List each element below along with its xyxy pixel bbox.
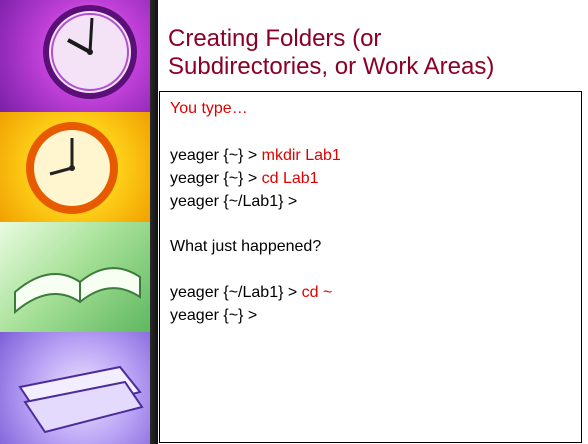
question-text: What just happened? xyxy=(170,238,322,255)
question-line: What just happened? xyxy=(170,238,321,256)
terminal-line: yeager {~} > xyxy=(170,307,257,325)
terminal-line: yeager {~} > mkdir Lab1 xyxy=(170,147,341,165)
slide-title-line-1: Creating Folders (or xyxy=(168,25,382,52)
slide-title-line-2: Subdirectories, or Work Areas) xyxy=(168,53,495,80)
line-command: mkdir Lab1 xyxy=(261,147,341,164)
content-box: You type… yeager {~} > mkdir Lab1 yeager… xyxy=(159,91,582,443)
divider-bar xyxy=(150,0,158,444)
line-prompt: yeager {~} > xyxy=(170,147,262,164)
terminal-line: yeager {~/Lab1} > xyxy=(170,193,297,211)
line-command: cd ~ xyxy=(301,284,333,301)
terminal-line: yeager {~/Lab1} > cd ~ xyxy=(170,284,332,302)
line-prompt: yeager {~} > xyxy=(170,170,262,187)
slide-title: Creating Folders (or Subdirectories, or … xyxy=(168,25,578,81)
intro-text: You type… xyxy=(170,100,248,117)
orange-clock-image xyxy=(0,112,150,222)
line-prompt: yeager {~/Lab1} > xyxy=(170,284,302,301)
terminal-line: yeager {~} > cd Lab1 xyxy=(170,170,319,188)
decorative-image-strip xyxy=(0,0,150,444)
open-book-image xyxy=(0,222,150,332)
line-prompt: yeager {~/Lab1} > xyxy=(170,193,298,210)
line-command: cd Lab1 xyxy=(261,170,319,187)
clock-image xyxy=(0,0,150,112)
line-prompt: yeager {~} > xyxy=(170,307,258,324)
book-stack-image xyxy=(0,332,150,444)
